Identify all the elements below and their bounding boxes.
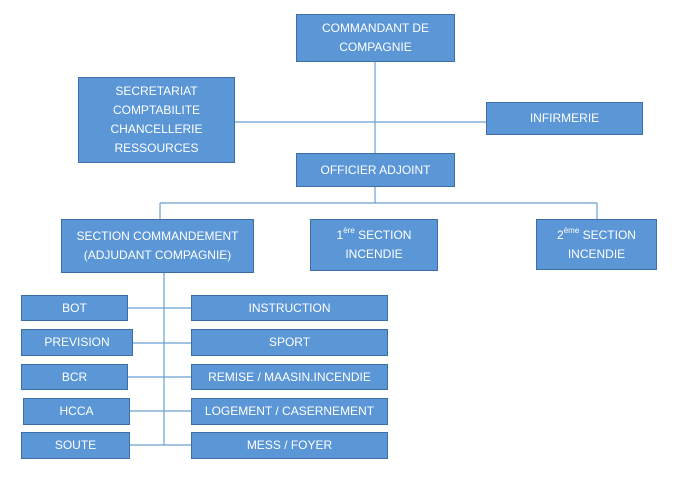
- hcca-label: HCCA: [59, 404, 94, 418]
- officier-adjoint-box: OFFICIER ADJOINT: [296, 153, 455, 187]
- section1-ordinal-suffix: ère: [343, 226, 355, 235]
- section1-line-1: 1ère SECTION: [337, 226, 412, 245]
- section2-line-1: 2ème SECTION: [557, 226, 636, 245]
- prevision-label: PREVISION: [44, 335, 110, 349]
- section1-line-2: INCENDIE: [345, 247, 403, 261]
- logement-box: LOGEMENT / CASERNEMENT: [191, 398, 388, 425]
- section-commandement-line-1: SECTION COMMANDEMENT: [76, 229, 239, 243]
- sport-box: SPORT: [191, 329, 388, 356]
- remise-label: REMISE / MAASIN.INCENDIE: [208, 369, 371, 384]
- bcr-label: BCR: [61, 369, 88, 384]
- commandant-box: COMMANDANT DE COMPAGNIE: [296, 14, 455, 62]
- bot-box: BOT: [21, 295, 128, 321]
- instruction-label: INSTRUCTION: [248, 300, 331, 315]
- secretariat-box: SECRETARIAT COMPTABILITE CHANCELLERIE RE…: [78, 77, 235, 163]
- mess-label: MESS / FOYER: [246, 438, 333, 452]
- section2-line-2: INCENDIE: [567, 246, 626, 261]
- bot-label: BOT: [62, 300, 87, 315]
- secretariat-line-2: COMPTABILITE: [112, 103, 201, 117]
- section2-box: 2ème SECTION INCENDIE: [536, 219, 657, 270]
- officier-adjoint-label: OFFICIER ADJOINT: [320, 162, 431, 177]
- section2-ordinal: 2: [557, 227, 564, 242]
- section1-ordinal: 1: [336, 228, 344, 242]
- infirmerie-label: INFIRMERIE: [529, 111, 600, 125]
- section-commandement-line-2: (ADJUDANT COMPAGNIE): [83, 248, 232, 262]
- remise-box: REMISE / MAASIN.INCENDIE: [191, 364, 388, 390]
- section2-title: SECTION: [579, 227, 636, 242]
- secretariat-line-3: CHANCELLERIE: [110, 122, 203, 136]
- prevision-box: PREVISION: [21, 329, 133, 356]
- soute-box: SOUTE: [21, 432, 130, 459]
- commandant-line-2: COMPAGNIE: [339, 40, 412, 54]
- soute-label: SOUTE: [54, 438, 97, 452]
- section1-box: 1ère SECTION INCENDIE: [310, 219, 438, 271]
- commandant-line-1: COMMANDANT DE: [321, 21, 430, 35]
- secretariat-line-4: RESSOURCES: [114, 141, 199, 155]
- bcr-box: BCR: [21, 364, 128, 390]
- sport-label: SPORT: [268, 335, 311, 349]
- hcca-box: HCCA: [23, 398, 130, 425]
- mess-box: MESS / FOYER: [191, 432, 388, 459]
- instruction-box: INSTRUCTION: [191, 295, 388, 321]
- secretariat-line-1: SECRETARIAT: [115, 84, 198, 98]
- section1-title: SECTION: [354, 228, 412, 242]
- section-commandement-box: SECTION COMMANDEMENT (ADJUDANT COMPAGNIE…: [61, 219, 254, 273]
- section2-ordinal-suffix: ème: [563, 225, 580, 235]
- infirmerie-box: INFIRMERIE: [486, 102, 643, 135]
- logement-label: LOGEMENT / CASERNEMENT: [204, 404, 375, 418]
